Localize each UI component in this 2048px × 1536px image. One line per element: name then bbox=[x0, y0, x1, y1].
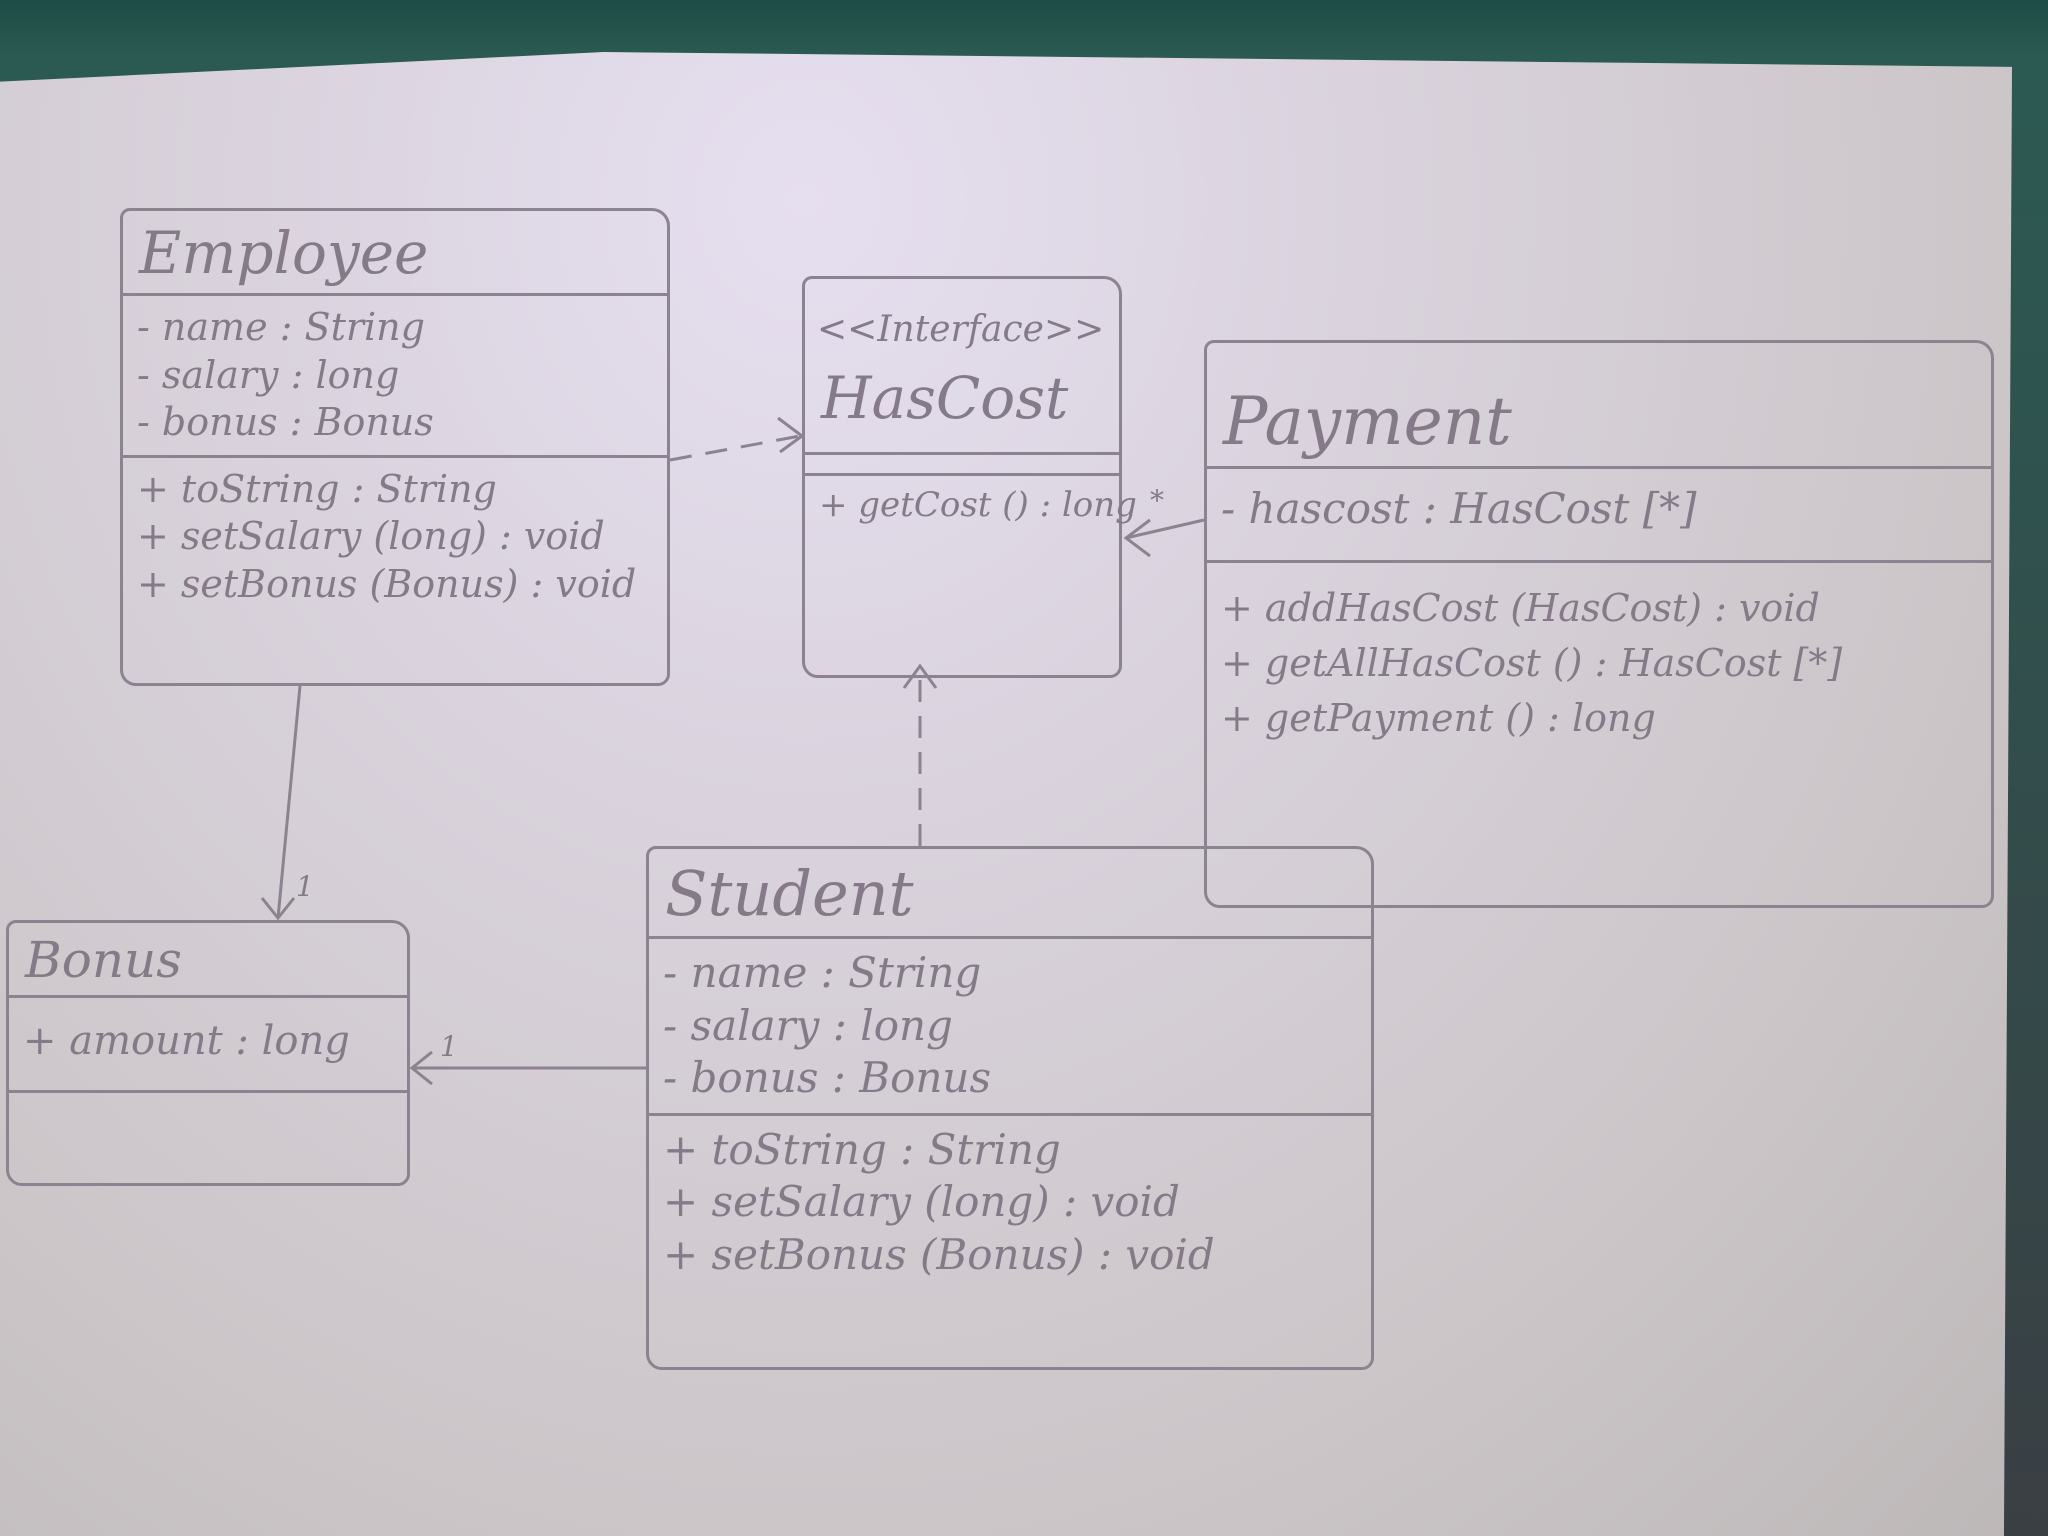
method: + setSalary (long) : void bbox=[663, 1177, 1180, 1226]
attribute: - name : String bbox=[137, 305, 425, 349]
method: + setSalary (long) : void bbox=[137, 514, 605, 558]
class-payment: Payment - hascost : HasCost [*] + addHas… bbox=[1204, 340, 1994, 908]
multiplicity-payment-hascost: * bbox=[1150, 484, 1164, 517]
method: + toString : String bbox=[137, 466, 497, 511]
class-payment-methods: + addHasCost (HasCost) : void + getAllHa… bbox=[1207, 563, 1991, 754]
interface-hascost-methods: + getCost () : long bbox=[805, 476, 1137, 535]
attribute: - bonus : Bonus bbox=[137, 400, 434, 444]
class-student-attributes: - name : String - salary : long - bonus … bbox=[649, 939, 1371, 1116]
class-student-methods: + toString : String + setSalary (long) :… bbox=[649, 1116, 1371, 1290]
method: + getAllHasCost () : HasCost [*] bbox=[1221, 640, 1843, 685]
class-bonus-methods bbox=[9, 1093, 407, 1139]
class-student: Student - name : String - salary : long … bbox=[646, 846, 1374, 1370]
interface-hascost-name: HasCost bbox=[805, 350, 1119, 455]
paper-sheet bbox=[0, 52, 2012, 1536]
interface-hascost: <<Interface>> HasCost + getCost () : lon… bbox=[802, 276, 1137, 678]
class-employee-name: Employee bbox=[123, 211, 667, 296]
class-bonus-attributes: + amount : long bbox=[9, 998, 407, 1093]
method: + toString : String bbox=[663, 1124, 1061, 1174]
class-employee-attributes: - name : String - salary : long - bonus … bbox=[123, 296, 667, 458]
class-payment-attributes: - hascost : HasCost [*] bbox=[1207, 469, 1991, 563]
interface-stereotype: <<Interface>> bbox=[817, 309, 1105, 350]
attribute: - hascost : HasCost [*] bbox=[1221, 484, 1697, 533]
attribute: - salary : long bbox=[663, 1000, 953, 1050]
method: + setBonus (Bonus) : void bbox=[137, 561, 637, 606]
class-bonus-name: Bonus bbox=[9, 923, 407, 998]
attribute: + amount : long bbox=[23, 1018, 350, 1064]
method: + getPayment () : long bbox=[1221, 695, 1656, 740]
method: + setBonus (Bonus) : void bbox=[663, 1229, 1215, 1279]
class-bonus: Bonus + amount : long bbox=[6, 920, 410, 1186]
multiplicity-student-bonus: 1 bbox=[440, 1030, 458, 1063]
multiplicity-employee-bonus: 1 bbox=[296, 870, 314, 903]
class-employee: Employee - name : String - salary : long… bbox=[120, 208, 670, 686]
attribute: - bonus : Bonus bbox=[663, 1053, 992, 1102]
method: + addHasCost (HasCost) : void bbox=[1221, 585, 1820, 630]
method: + getCost () : long bbox=[819, 485, 1137, 525]
interface-hascost-attributes bbox=[805, 455, 1119, 476]
class-payment-name: Payment bbox=[1207, 343, 1991, 469]
attribute: - name : String bbox=[663, 948, 982, 997]
attribute: - salary : long bbox=[137, 352, 400, 397]
class-employee-methods: + toString : String + setSalary (long) :… bbox=[123, 458, 667, 617]
class-student-name: Student bbox=[649, 849, 1371, 939]
